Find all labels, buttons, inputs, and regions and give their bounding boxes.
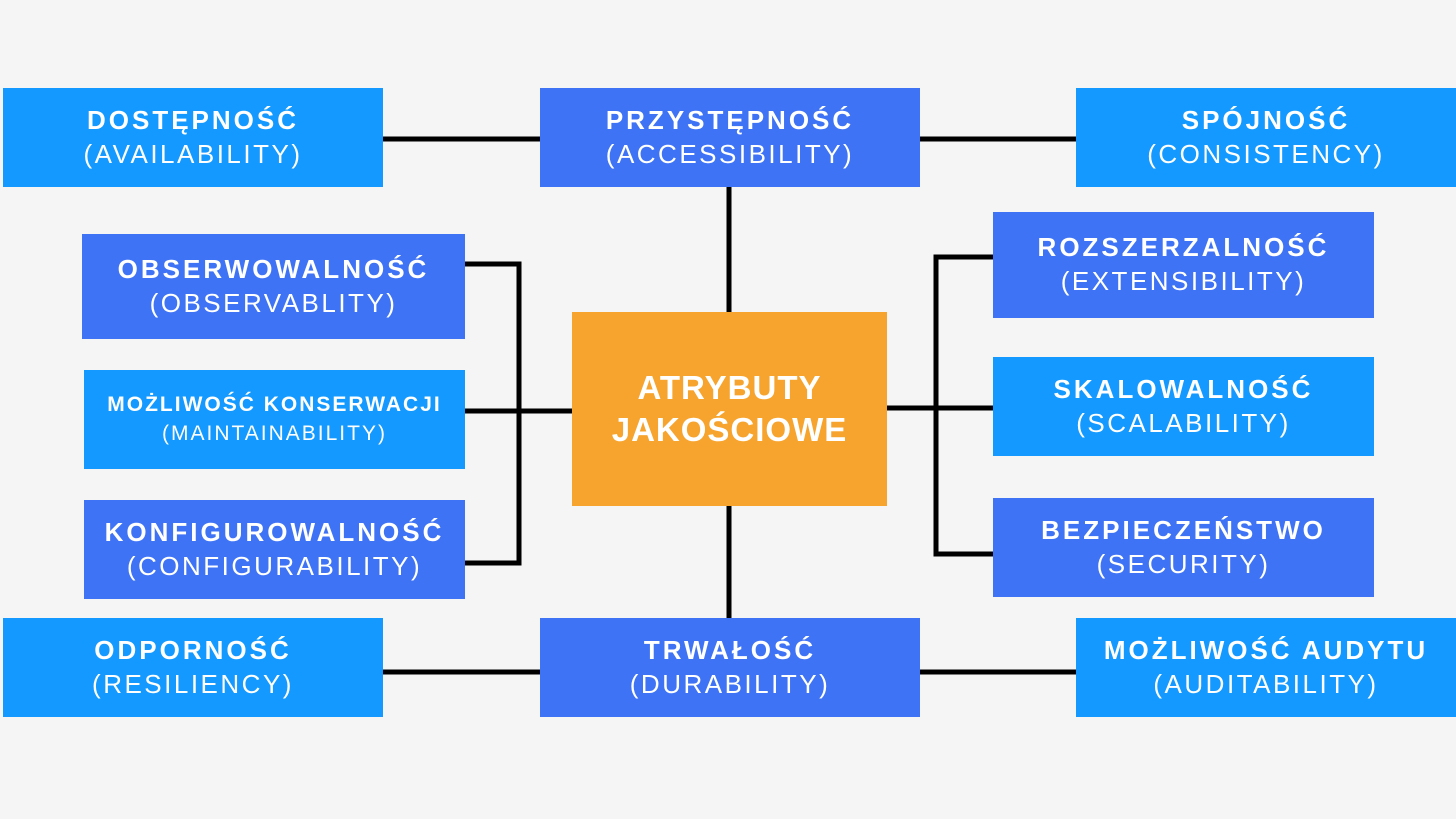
node-maintainability: MOŻLIWOŚĆ KONSERWACJI (MAINTAINABILITY) <box>84 370 465 469</box>
node-title: MOŻLIWOŚĆ AUDYTU <box>1103 634 1429 665</box>
node-subtitle: (AVAILABILITY) <box>83 138 303 169</box>
node-subtitle: (SCALABILITY) <box>1076 407 1291 438</box>
center-title-line2: JAKOŚCIOWE <box>611 411 848 448</box>
node-observability: OBSERWOWALNOŚĆ (OBSERVABLITY) <box>82 234 465 339</box>
node-subtitle: (MAINTAINABILITY) <box>162 421 387 445</box>
node-title: TRWAŁOŚĆ <box>643 634 817 665</box>
node-consistency: SPÓJNOŚĆ (CONSISTENCY) <box>1076 88 1456 187</box>
node-subtitle: (EXTENSIBILITY) <box>1060 266 1307 296</box>
node-title: SKALOWALNOŚĆ <box>1053 373 1314 404</box>
node-subtitle: (AUDITABILITY) <box>1153 668 1379 699</box>
node-extensibility: ROZSZERZALNOŚĆ (EXTENSIBILITY) <box>993 212 1374 318</box>
node-subtitle: (SECURITY) <box>1096 548 1271 579</box>
node-title: PRZYSTĘPNOŚĆ <box>605 104 855 135</box>
node-security: BEZPIECZEŃSTWO (SECURITY) <box>993 498 1374 597</box>
center-node-quality-attributes: ATRYBUTY JAKOŚCIOWE <box>572 312 887 506</box>
node-subtitle: (DURABILITY) <box>629 668 831 699</box>
node-subtitle: (OBSERVABLITY) <box>149 287 398 318</box>
node-title: OBSERWOWALNOŚĆ <box>117 253 430 284</box>
node-availability: DOSTĘPNOŚĆ (AVAILABILITY) <box>3 88 383 187</box>
node-title: ROZSZERZALNOŚĆ <box>1037 232 1330 262</box>
node-accessibility: PRZYSTĘPNOŚĆ (ACCESSIBILITY) <box>540 88 920 187</box>
node-subtitle: (CONSISTENCY) <box>1147 138 1385 169</box>
node-title: SPÓJNOŚĆ <box>1181 104 1351 135</box>
node-subtitle: (ACCESSIBILITY) <box>605 138 855 169</box>
node-configurability: KONFIGUROWALNOŚĆ (CONFIGURABILITY) <box>84 500 465 599</box>
node-title: KONFIGUROWALNOŚĆ <box>104 516 445 547</box>
node-subtitle: (RESILIENCY) <box>92 668 294 699</box>
node-subtitle: (CONFIGURABILITY) <box>126 550 423 581</box>
node-resiliency: ODPORNOŚĆ (RESILIENCY) <box>3 618 383 717</box>
node-auditability: MOŻLIWOŚĆ AUDYTU (AUDITABILITY) <box>1076 618 1456 717</box>
node-title: ODPORNOŚĆ <box>94 634 292 665</box>
center-title-line1: ATRYBUTY <box>637 369 822 406</box>
node-title: BEZPIECZEŃSTWO <box>1041 514 1326 545</box>
node-title: DOSTĘPNOŚĆ <box>86 104 300 135</box>
node-scalability: SKALOWALNOŚĆ (SCALABILITY) <box>993 357 1374 456</box>
node-durability: TRWAŁOŚĆ (DURABILITY) <box>540 618 920 717</box>
node-title: MOŻLIWOŚĆ KONSERWACJI <box>107 392 442 416</box>
